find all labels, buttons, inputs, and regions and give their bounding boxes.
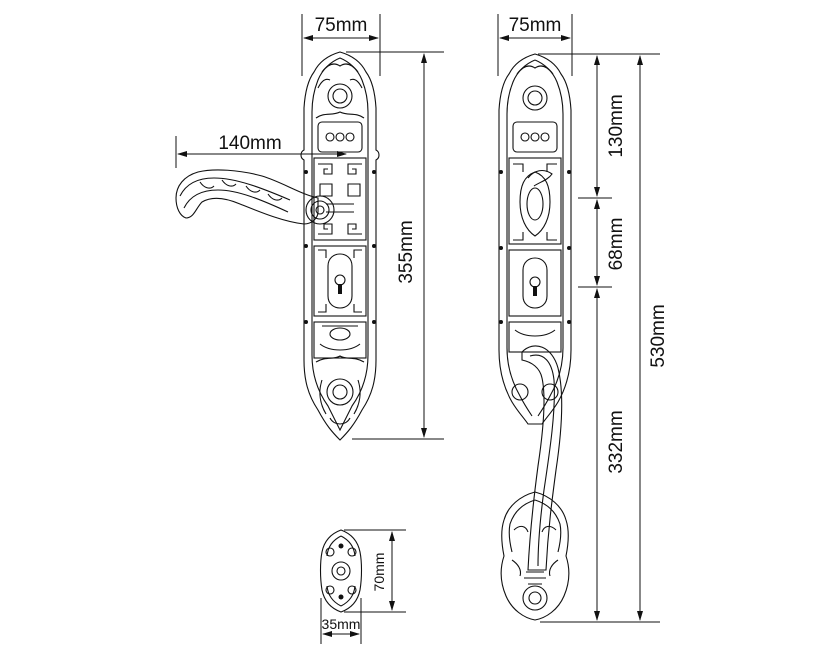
grip-handleset [498, 53, 572, 621]
lever-backplate [300, 51, 380, 441]
grip-handle [521, 345, 563, 571]
rosette-dimensions: 70mm 35mm [320, 529, 406, 644]
grip-middle-section-label: 68mm [606, 218, 627, 271]
lever-handle [175, 169, 319, 225]
grip-top-section-label: 130mm [606, 94, 627, 157]
lever-height-label: 355mm [396, 220, 417, 283]
rosette-plate [319, 529, 363, 613]
grip-backplate [498, 53, 572, 425]
lever-length-label: 140mm [218, 133, 281, 154]
grip-handle-length-label: 332mm [606, 410, 627, 473]
rosette [319, 529, 363, 613]
rosette-width-label: 35mm [322, 616, 361, 632]
grip-lower-plate [500, 491, 570, 621]
lever-width-label: 75mm [315, 15, 368, 36]
lever-lock [175, 51, 380, 441]
grip-total-height-label: 530mm [648, 304, 669, 367]
lever-dimensions: 75mm 140mm 355mm [175, 14, 444, 440]
grip-dimensions: 75mm 130mm 68mm 332mm 530mm [497, 14, 669, 623]
rosette-height-label: 70mm [371, 553, 387, 592]
grip-width-label: 75mm [509, 15, 562, 36]
